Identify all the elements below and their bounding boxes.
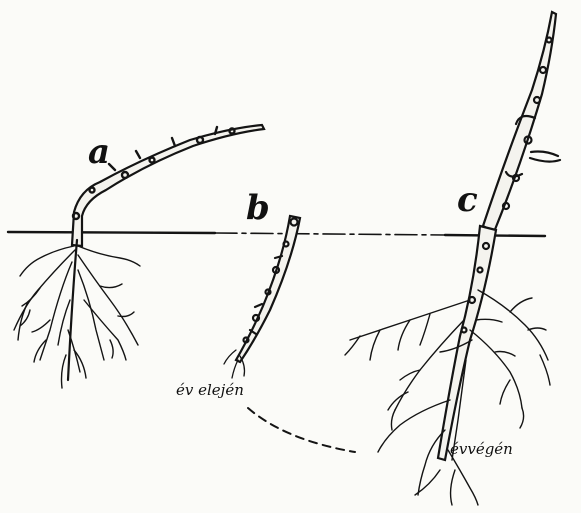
label-end-of-year: évvégén bbox=[450, 440, 513, 458]
plant-c-stem bbox=[483, 12, 556, 232]
plant-a-roots bbox=[14, 240, 140, 388]
connector-dashed-line bbox=[248, 408, 355, 452]
label-start-of-year: év elején bbox=[176, 381, 244, 399]
plant-a bbox=[14, 125, 264, 388]
label-a: a bbox=[88, 132, 110, 172]
ground-line bbox=[8, 232, 545, 236]
plant-c bbox=[345, 12, 560, 505]
label-b: b bbox=[246, 188, 270, 228]
label-c: c bbox=[457, 180, 478, 220]
plant-b bbox=[224, 216, 300, 378]
